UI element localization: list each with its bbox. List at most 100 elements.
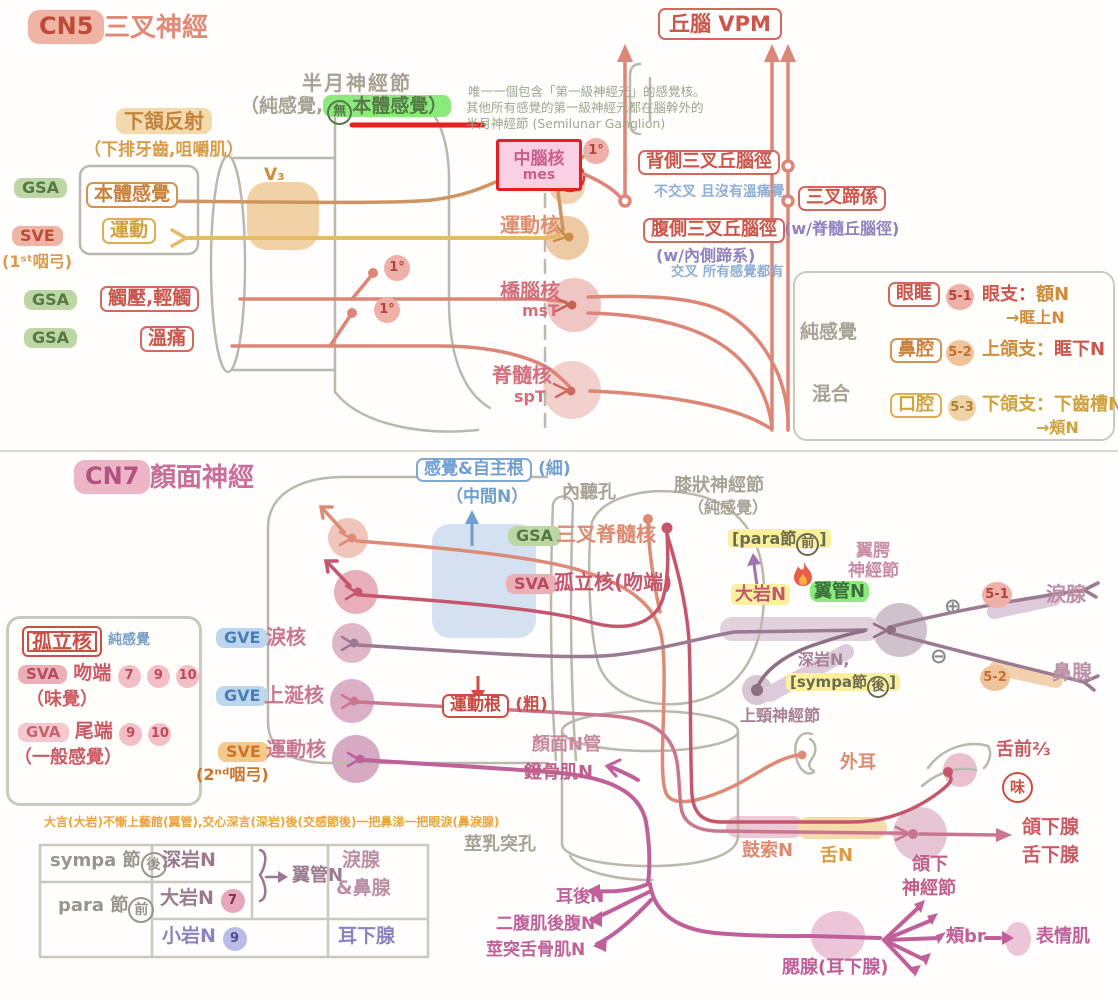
sensory-root-box: 感覺&自主根 — [416, 458, 532, 482]
facial-muscles-label: 表情肌 — [1036, 926, 1090, 947]
ganglion-sub-pre: （純感覺, — [240, 95, 324, 117]
table-para-circled: 前 — [128, 897, 155, 924]
table-para-cell: para 節前 — [58, 895, 155, 924]
lacrimal-nucleus-label: 淚核 — [266, 625, 306, 649]
motor-root-box: 運動根 — [442, 694, 509, 718]
stapedius-nerve-label: 鐙骨肌N — [524, 762, 594, 783]
buccal-branches-label: 頰br — [946, 926, 986, 947]
cn7-gve2-badge: GVE — [216, 686, 269, 707]
cn5-badge: CN5 — [28, 10, 105, 44]
num-7: 7 — [117, 664, 141, 688]
pontine-nucleus-abbr: msT — [522, 301, 560, 320]
motor-box: 運動 — [102, 218, 157, 244]
mes-abbr: mes — [522, 167, 556, 183]
summary-table-grid — [38, 843, 430, 959]
sympa-pre-text: [sympa節 — [790, 673, 868, 691]
v3-label: V₃ — [264, 165, 285, 185]
mes-name: 中腦核 — [513, 149, 565, 169]
nose-branch-name: 上頜支： — [982, 339, 1054, 360]
sensory-root-label: 感覺&自主根 (細) — [416, 458, 571, 482]
dorsal-tract-note: 不交叉 且沒有溫痛覺 — [654, 184, 785, 200]
motor-root-thick: (粗) — [515, 695, 548, 715]
salivatory-nucleus-label: 上涎核 — [264, 683, 324, 707]
table-glands-line1: 淚腺 — [342, 849, 381, 871]
cn7-sve-motor-path — [346, 751, 1002, 974]
mandibular-branch-label: 下頜支：下齒槽N — [982, 394, 1118, 416]
ventral-tract-note: 交叉 所有感覺都有 — [671, 264, 784, 280]
vpm-arrowheads — [617, 44, 796, 62]
sve-badge: SVE — [12, 226, 63, 247]
eye-branch-nerve: 額N — [1036, 284, 1070, 305]
gsa-badge-2: GSA — [24, 290, 78, 311]
thalamus-vpm-box: 丘腦 VPM — [658, 8, 782, 41]
motor-nucleus-label: 運動核 — [500, 213, 560, 237]
ventral-tract-box: 腹側三叉丘腦徑 — [643, 218, 785, 243]
num-9b: 9 — [119, 722, 143, 746]
jaw-reflex-text: 下頷反射 — [116, 108, 212, 134]
num-9: 9 — [146, 664, 170, 688]
sublingual-gland-label: 舌下腺 — [1022, 844, 1080, 866]
orbit-box: 眼眶 — [888, 282, 940, 307]
table-lesser-text: 小岩N — [162, 925, 216, 947]
table-greater-text: 大岩N — [160, 887, 214, 909]
solitary-sva-sub: （味覺） — [26, 689, 98, 710]
internal-acoustic-meatus-label: 內聽孔 — [562, 482, 616, 503]
cn7-5-2-badge: 5-2 — [980, 665, 1010, 691]
cn5-synapse-marks — [552, 226, 577, 399]
pure-sensory-label: 純感覺 — [800, 321, 858, 343]
eye-branch-name: 眼支： — [982, 284, 1036, 305]
table-para-text: para 節 — [58, 895, 129, 916]
lingual-nerve-label: 舌N — [820, 845, 854, 866]
table-brace-arrow — [258, 848, 288, 903]
mes-note-line2: 其他所有感覺的第一級神經元都在腦幹外的 — [466, 100, 704, 115]
cn7-badge: CN7 — [74, 460, 151, 494]
table-vidian-cell: 翼管N — [292, 865, 344, 886]
jaw-reflex-sub: （下排牙齒,咀嚼肌） — [84, 140, 244, 160]
table-sympa-text: sympa 節 — [50, 850, 141, 871]
cn5-motor-path — [170, 228, 564, 248]
buccal-nerve-label: →頰N — [1036, 418, 1079, 437]
stylohyoid-label: 莖突舌骨肌N — [486, 940, 586, 960]
chorda-tympani-label: 鼓索N — [742, 840, 794, 861]
para-post-text: ] — [819, 529, 827, 548]
mesencephalic-nucleus-box: 中腦核 mes — [496, 139, 582, 191]
sve-sub-label: (1ˢᵗ咽弓) — [2, 252, 73, 271]
para-circled-char: 前 — [796, 532, 820, 556]
branch-5-3-badge: 5-3 — [948, 395, 976, 421]
cn7-gsa-ear-path — [318, 505, 807, 804]
taste-char: 味 — [1002, 772, 1033, 803]
table-num-9: 9 — [222, 927, 247, 952]
gsa-badge-3: GSA — [24, 328, 78, 349]
table-sympa-circled: 後 — [140, 852, 167, 879]
submandibular-ganglion-line2: 神經節 — [902, 878, 956, 899]
mes-note-line1: 唯一一個包含「第一級神經元」的感覺核。 — [468, 84, 706, 99]
solitary-gva-sub: （一般感覺） — [14, 747, 122, 768]
ganglion-sub-highlight: 無本體感覺） — [323, 95, 452, 125]
para-pre-text: [para節 — [732, 529, 797, 548]
solitary-sva-text: 吻端 — [73, 662, 112, 684]
branch-5-1-badge: 5-1 — [946, 284, 974, 310]
proprioception-box: 本體感覺 — [86, 182, 179, 208]
table-sympa-cell: sympa 節後 — [50, 850, 167, 879]
solitary-panel — [6, 616, 202, 806]
nasal-cavity-box: 鼻腔 — [890, 338, 942, 363]
ophthalmic-branch-label: 眼支：額N — [982, 284, 1070, 306]
fire-icon — [794, 562, 812, 586]
intermediate-nerve-label: （中間N） — [446, 487, 529, 507]
geniculate-ganglion-label: 膝狀神經節 — [674, 475, 764, 496]
digastric-label: 二腹肌後腹N — [496, 914, 596, 934]
para-preganglionic-label: [para節前] — [728, 529, 831, 556]
nose-branch-nerve: 眶下N — [1054, 339, 1106, 360]
cn7-gve1-badge: GVE — [216, 628, 269, 649]
trigeminal-lemniscus-box: 三叉蹄係 — [798, 186, 886, 211]
first-order-badge-1: 1° — [583, 138, 609, 164]
cn7-title: 顏面神經 — [150, 463, 255, 493]
stylomastoid-foramen-label: 莖乳突孔 — [464, 834, 536, 855]
mes-note-line3: 半月神經節 (Semilunar Ganglion) — [466, 116, 666, 131]
submandibular-gland-label: 頜下腺 — [1022, 816, 1080, 838]
cn7-sva-badge: SVA — [506, 574, 558, 595]
table-num-7: 7 — [220, 889, 245, 914]
table-greater-petrosal-cell: 大岩N 7 — [160, 887, 245, 914]
table-glands-line2: &鼻腺 — [336, 877, 391, 899]
mnemonic-line: 大言(大岩)不慚上藝館(翼管),交心深言(深岩)後(交感節後)一把鼻涕一把眼淚(… — [44, 815, 500, 829]
